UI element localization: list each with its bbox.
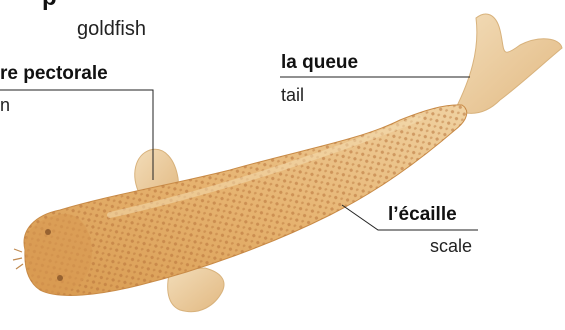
scale-label-en: scale bbox=[430, 237, 472, 255]
barbels bbox=[13, 249, 23, 269]
eye-2 bbox=[57, 275, 63, 281]
subtitle: goldfish bbox=[77, 19, 146, 39]
eye bbox=[45, 229, 51, 235]
title-fragment: p bbox=[42, 0, 57, 10]
scale-label-fr: l’écaille bbox=[388, 205, 457, 224]
pectoral-fin-label-en: n bbox=[0, 96, 10, 114]
tail-label-fr: la queue bbox=[281, 53, 358, 72]
tail-fin bbox=[455, 14, 562, 113]
pectoral-leader bbox=[0, 90, 153, 180]
scale-pattern bbox=[24, 105, 467, 296]
pectoral-fin-label-fr: re pectorale bbox=[0, 64, 108, 83]
tail-label-en: tail bbox=[281, 86, 304, 104]
